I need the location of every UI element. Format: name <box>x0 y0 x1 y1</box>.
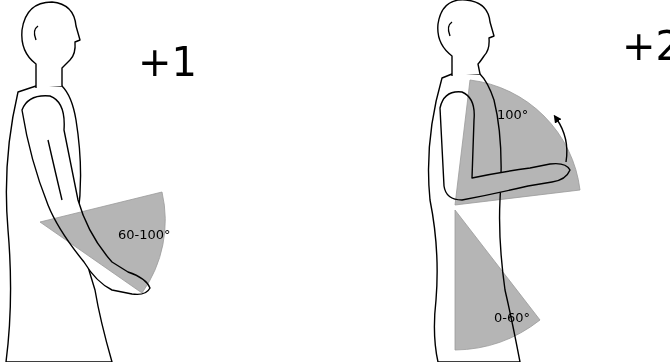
angle-label: 100° <box>497 108 528 121</box>
left-figure <box>6 2 150 362</box>
ear <box>34 26 38 40</box>
score-label: +1 <box>138 42 197 82</box>
range-wedge <box>455 80 580 205</box>
score-label: +2 <box>622 26 670 66</box>
range-wedge <box>40 192 165 293</box>
head-outline <box>438 0 494 76</box>
head-outline <box>22 2 80 88</box>
ear <box>448 22 452 36</box>
angle-label: 0-60° <box>494 311 530 324</box>
range-wedge <box>455 210 540 350</box>
angle-label: 60-100° <box>118 228 171 241</box>
direction-arrow <box>556 118 567 162</box>
arm-line <box>48 140 62 200</box>
